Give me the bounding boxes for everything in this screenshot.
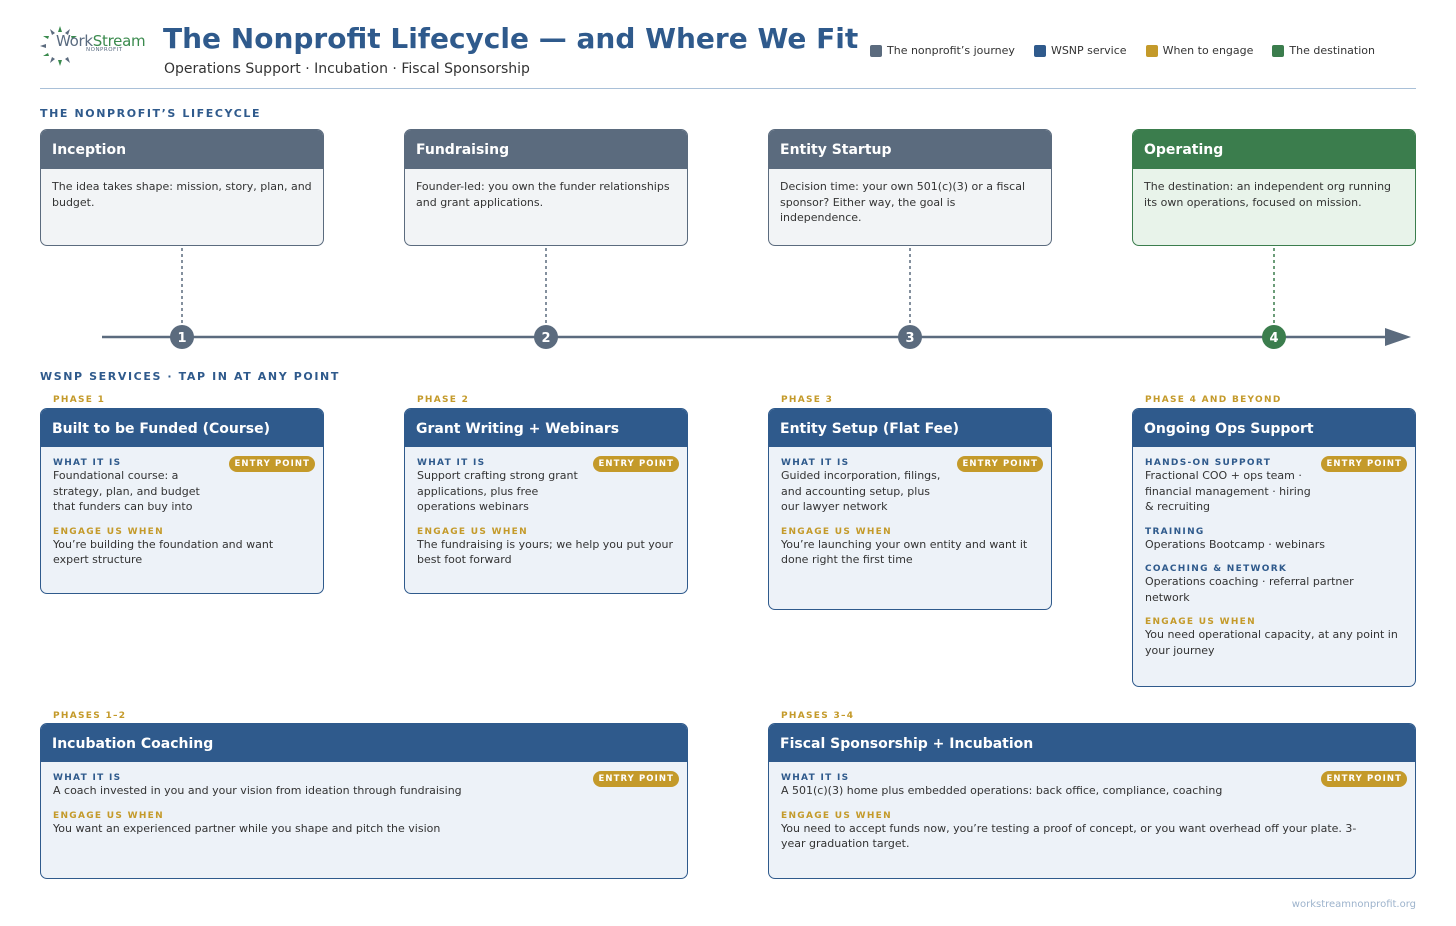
phase-tag: PHASE 1	[53, 395, 106, 405]
engage-label: ENGAGE US WHEN	[53, 526, 164, 537]
hands-on-label: HANDS-ON SUPPORT	[1145, 458, 1272, 468]
legend-swatch	[870, 44, 882, 57]
service-card-entity-setup: Entity Setup (Flat Fee) ENTRY POINT WHAT…	[768, 408, 1052, 610]
step-number-2: 2	[541, 331, 550, 346]
lifecycle-section-label: THE NONPROFIT’S LIFECYCLE	[40, 107, 262, 120]
logo-wordmark: WorkStream	[56, 32, 146, 50]
phase-tag: PHASES 3–4	[781, 711, 855, 721]
step-marker-4	[1262, 325, 1286, 349]
legend-item-engage: When to engage	[1145, 44, 1253, 57]
legend-item-service: WSNP service	[1033, 44, 1127, 57]
step-number-4: 4	[1269, 331, 1278, 346]
stage-card-operating: Operating The destination: an independen…	[1132, 129, 1416, 246]
what-label: WHAT IT IS	[781, 458, 850, 468]
phase-tag: PHASE 4 AND BEYOND	[1145, 395, 1282, 405]
legend-swatch	[1272, 44, 1285, 57]
stage-text: The destination: an independent org runn…	[1144, 180, 1392, 209]
engage-label: ENGAGE US WHEN	[781, 810, 892, 821]
stage-text: The idea takes shape: mission, story, pl…	[52, 180, 312, 209]
logo-subtext: NONPROFIT	[86, 47, 123, 53]
service-title: Entity Setup (Flat Fee)	[769, 409, 1051, 447]
coaching-text: Operations coaching · referral partner n…	[1145, 575, 1354, 604]
engage-text: You’re building the foundation and want …	[53, 537, 274, 567]
entry-point-badge: ENTRY POINT	[593, 456, 679, 472]
legend: The nonprofit’s journey WSNP service Whe…	[870, 44, 1394, 57]
engage-label: ENGAGE US WHEN	[53, 810, 164, 821]
services-section-label: WSNP SERVICES · TAP IN AT ANY POINT	[40, 370, 340, 383]
what-label: WHAT IT IS	[781, 773, 850, 783]
what-text: A 501(c)(3) home plus embedded operation…	[781, 784, 1223, 797]
engage-text: You want an experienced partner while yo…	[53, 821, 441, 835]
step-marker-3	[898, 325, 922, 349]
training-text: Operations Bootcamp · webinars	[1145, 537, 1326, 551]
what-text: A coach invested in you and your vision …	[53, 784, 462, 797]
hands-on-text: Fractional COO + ops team · financial ma…	[1145, 469, 1311, 513]
step-marker-2	[534, 325, 558, 349]
training-label: TRAINING	[1145, 526, 1205, 537]
workstream-logo-icon	[40, 26, 77, 66]
engage-text: You’re launching your own entity and wan…	[781, 537, 1028, 567]
stage-card-fundraising: Fundraising Founder-led: you own the fun…	[404, 129, 688, 246]
stage-card-entity-startup: Entity Startup Decision time: your own 5…	[768, 129, 1052, 246]
service-card-grant-writing: Grant Writing + Webinars ENTRY POINT WHA…	[404, 408, 688, 594]
what-text: Foundational course: a strategy, plan, a…	[53, 469, 200, 513]
service-title: Ongoing Ops Support	[1133, 409, 1415, 447]
stage-title: Inception	[41, 130, 323, 169]
what-label: WHAT IT IS	[417, 458, 486, 468]
step-number-1: 1	[177, 331, 186, 346]
legend-swatch	[1033, 44, 1046, 57]
stage-title: Operating	[1133, 130, 1415, 169]
engage-label: ENGAGE US WHEN	[1145, 617, 1256, 627]
entry-point-badge: ENTRY POINT	[593, 771, 679, 787]
stage-card-inception: Inception The idea takes shape: mission,…	[40, 129, 324, 246]
engage-label: ENGAGE US WHEN	[781, 526, 892, 537]
stage-title: Fundraising	[405, 130, 687, 169]
service-title: Incubation Coaching	[41, 724, 687, 762]
lifecycle-timeline: 1 2 3 4	[102, 248, 1411, 349]
service-card-built-to-be-funded: Built to be Funded (Course) ENTRY POINT …	[40, 408, 324, 594]
entry-point-badge: ENTRY POINT	[1321, 456, 1407, 472]
page-subtitle: Operations Support · Incubation · Fiscal…	[164, 61, 530, 77]
legend-item-destination: The destination	[1272, 44, 1375, 57]
legend-item-journey: The nonprofit’s journey	[870, 44, 1015, 57]
step-number-3: 3	[905, 331, 914, 346]
engage-text: The fundraising is yours; we help you pu…	[417, 537, 674, 567]
phase-tag: PHASE 2	[417, 395, 470, 405]
service-card-ongoing-ops: Ongoing Ops Support ENTRY POINT HANDS-ON…	[1132, 408, 1416, 687]
phase-tag: PHASES 1–2	[53, 711, 127, 721]
stage-text: Decision time: your own 501(c)(3) or a f…	[780, 180, 1026, 224]
what-label: WHAT IT IS	[53, 773, 122, 783]
service-title: Grant Writing + Webinars	[405, 409, 687, 447]
engage-text: You need operational capacity, at any po…	[1145, 628, 1398, 657]
engage-label: ENGAGE US WHEN	[417, 526, 528, 537]
service-card-fiscal-sponsorship: Fiscal Sponsorship + Incubation ENTRY PO…	[768, 723, 1416, 879]
stage-text: Founder-led: you own the funder relation…	[416, 180, 670, 209]
engage-text: You need to accept funds now, you’re tes…	[781, 821, 1357, 851]
what-text: Guided incorporation, filings, and accou…	[781, 469, 941, 513]
stage-title: Entity Startup	[769, 130, 1051, 169]
entry-point-badge: ENTRY POINT	[1321, 771, 1407, 787]
coaching-label: COACHING & NETWORK	[1145, 564, 1288, 574]
page-title: The Nonprofit Lifecycle — and Where We F…	[163, 22, 859, 55]
service-card-incubation-coaching: Incubation Coaching ENTRY POINT WHAT IT …	[40, 723, 688, 879]
entry-point-badge: ENTRY POINT	[957, 456, 1043, 472]
legend-swatch	[1145, 44, 1158, 57]
timeline-arrow-icon	[1385, 328, 1411, 346]
header: WorkStream NONPROFIT The Nonprofit Lifec…	[0, 0, 1456, 92]
what-text: Support crafting strong grant applicatio…	[417, 469, 578, 513]
service-title: Fiscal Sponsorship + Incubation	[769, 724, 1415, 762]
phase-tag: PHASE 3	[781, 395, 834, 405]
footer-url[interactable]: workstreamnonprofit.org	[1291, 899, 1416, 910]
what-label: WHAT IT IS	[53, 458, 122, 468]
entry-point-badge: ENTRY POINT	[229, 456, 315, 472]
header-divider	[40, 88, 1416, 89]
service-title: Built to be Funded (Course)	[41, 409, 323, 447]
step-marker-1	[170, 325, 194, 349]
